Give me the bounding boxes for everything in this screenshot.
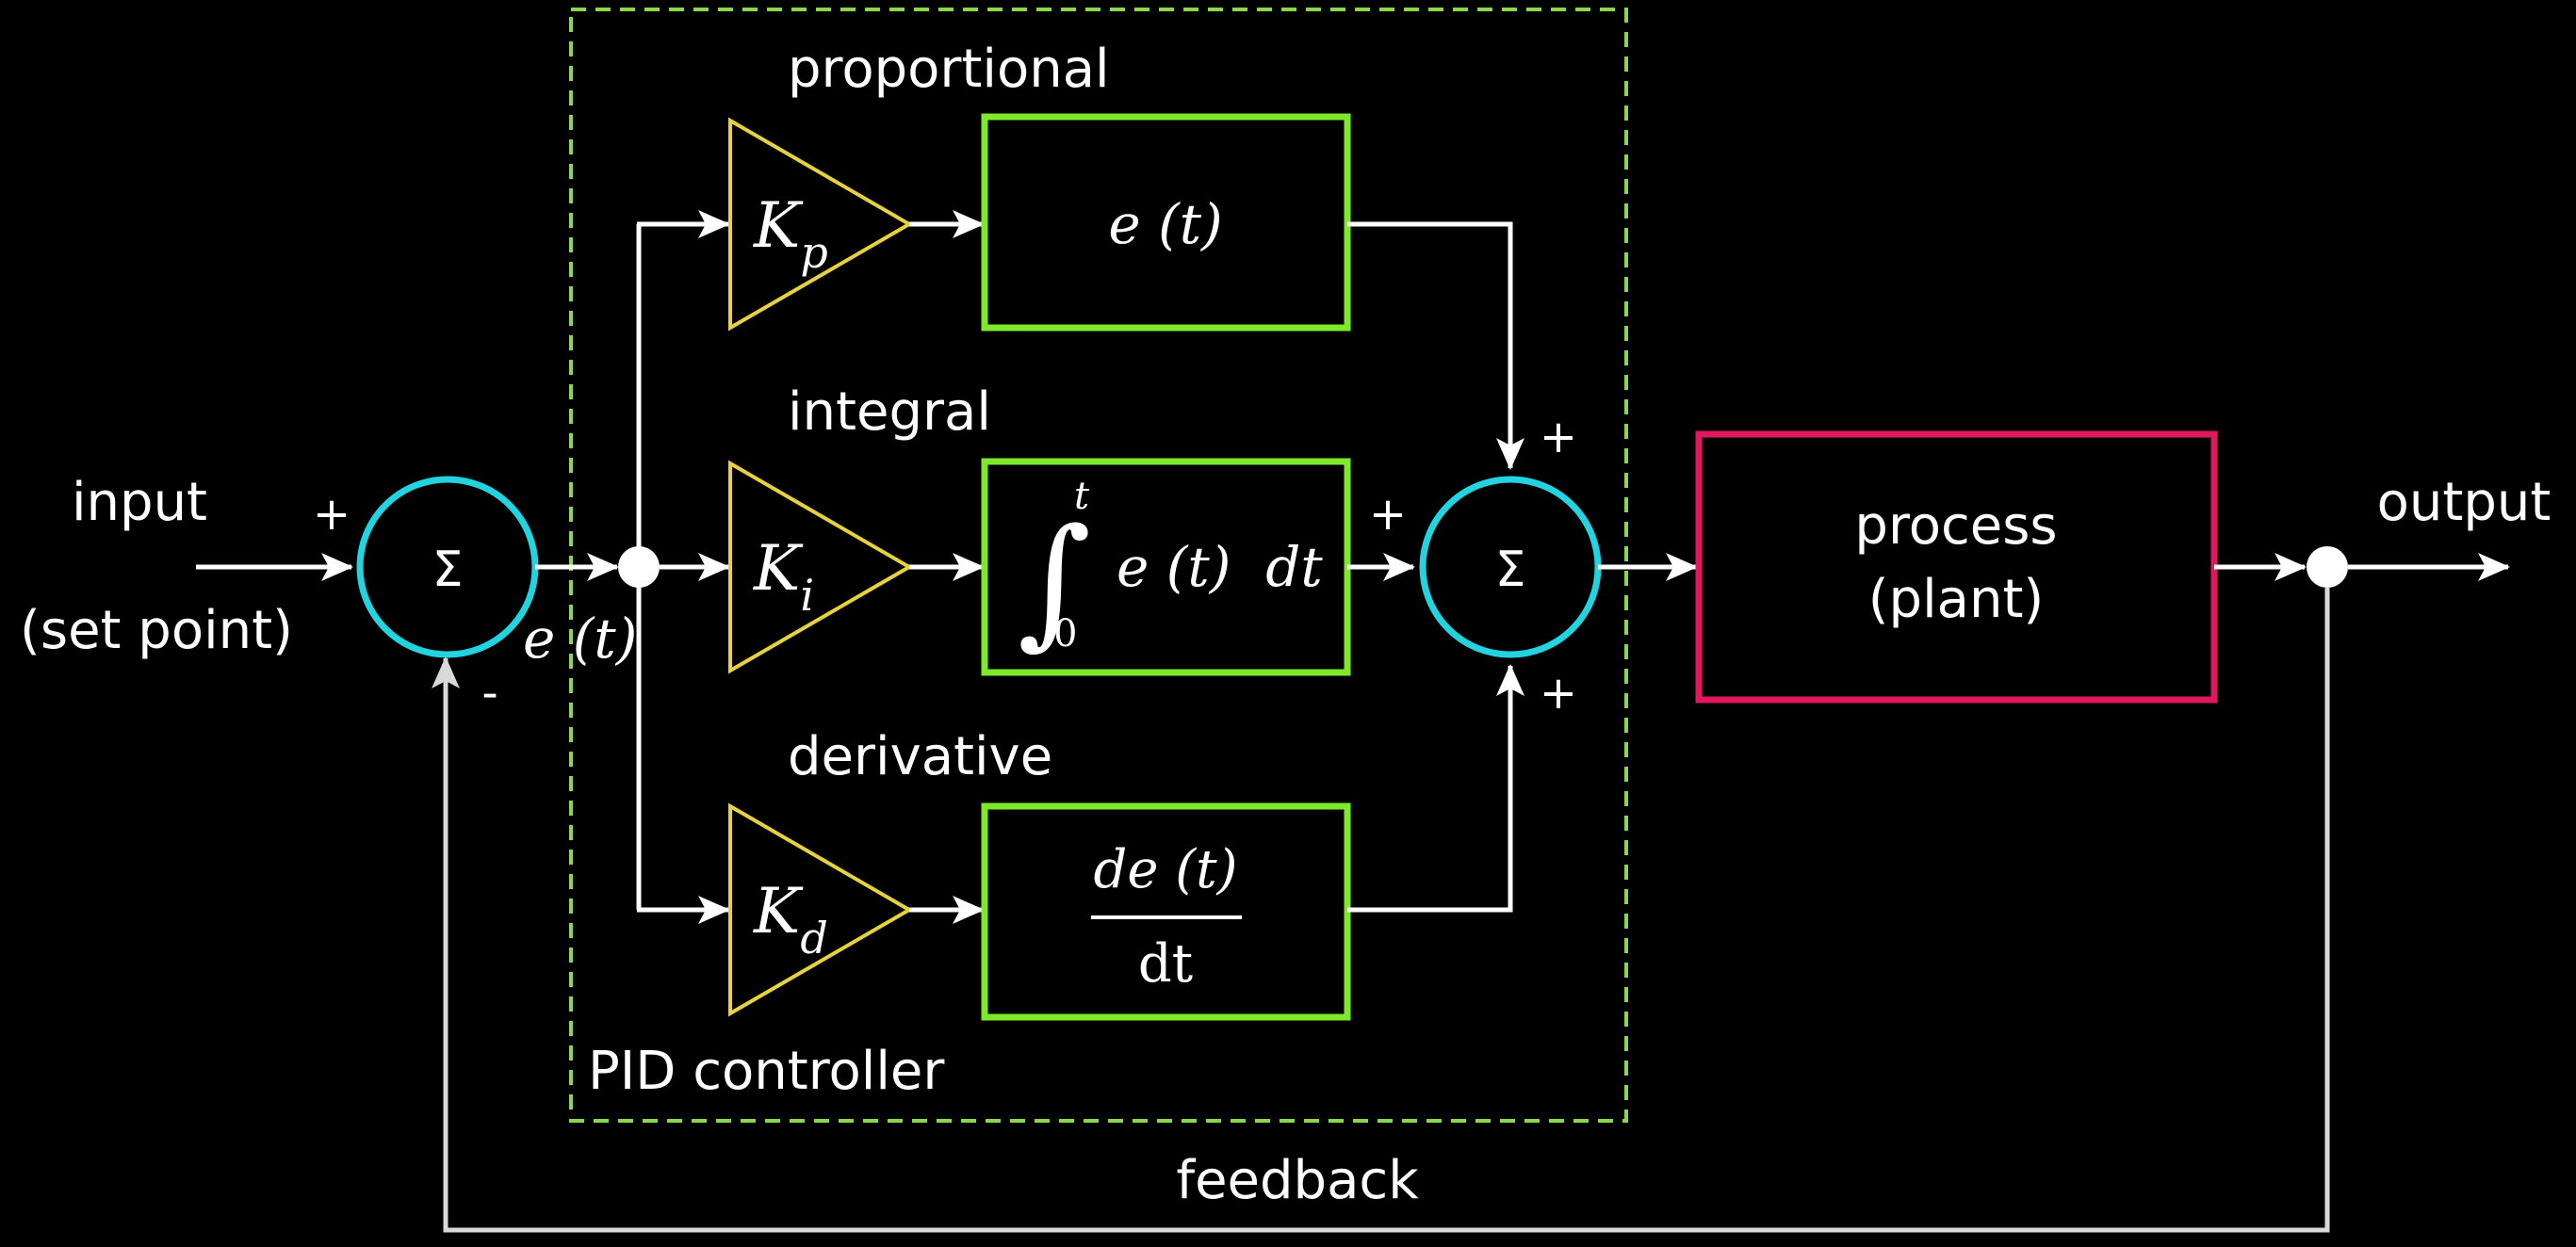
proportional-expression: e (t): [1108, 192, 1222, 256]
derivative-to-summer-wire: [1347, 664, 1524, 913]
kd-label: Kd: [753, 875, 828, 964]
pid-controller-label: PID controller: [588, 1041, 945, 1102]
feedback-loop: [432, 588, 2330, 1233]
kd-gain-triangle: [728, 802, 913, 1017]
proportional-label: proportional: [788, 39, 1110, 100]
integral-label: integral: [788, 381, 991, 443]
input-plus-sign: +: [313, 488, 351, 541]
derivative-numerator: de (t): [1094, 839, 1238, 900]
ki-label: Ki: [753, 532, 814, 621]
output-branch-node: [2307, 546, 2348, 588]
integral-body: e (t) dt: [1117, 535, 1323, 599]
pid-summer-symbol: Σ: [1495, 542, 1526, 598]
error-signal-label: e (t): [523, 607, 637, 671]
input-label: input: [72, 472, 207, 533]
integral-lower-limit: 0: [1053, 612, 1077, 656]
process-box: [1695, 430, 2218, 704]
kp-label: Kp: [753, 189, 828, 278]
process-label: process: [1854, 495, 2057, 557]
integral-plus-sign: +: [1369, 488, 1407, 541]
derivative-plus-sign: +: [1540, 667, 1577, 720]
feedback-minus-sign: -: [481, 667, 497, 720]
kp-gain-triangle: [728, 117, 913, 332]
integral-upper-limit: t: [1074, 475, 1090, 518]
ki-gain-triangle: [728, 460, 913, 674]
integral-sign: ∫: [1018, 499, 1091, 663]
proportional-plus-sign: +: [1540, 411, 1577, 463]
error-summer-symbol: Σ: [432, 542, 464, 598]
set-point-label: (set point): [20, 600, 293, 661]
derivative-denominator: dt: [1138, 933, 1194, 995]
derivative-label: derivative: [788, 726, 1052, 787]
feedback-label: feedback: [1176, 1150, 1419, 1211]
output-label: output: [2377, 472, 2552, 533]
proportional-to-summer-wire: [1347, 221, 1524, 470]
plant-label: (plant): [1868, 569, 2045, 630]
